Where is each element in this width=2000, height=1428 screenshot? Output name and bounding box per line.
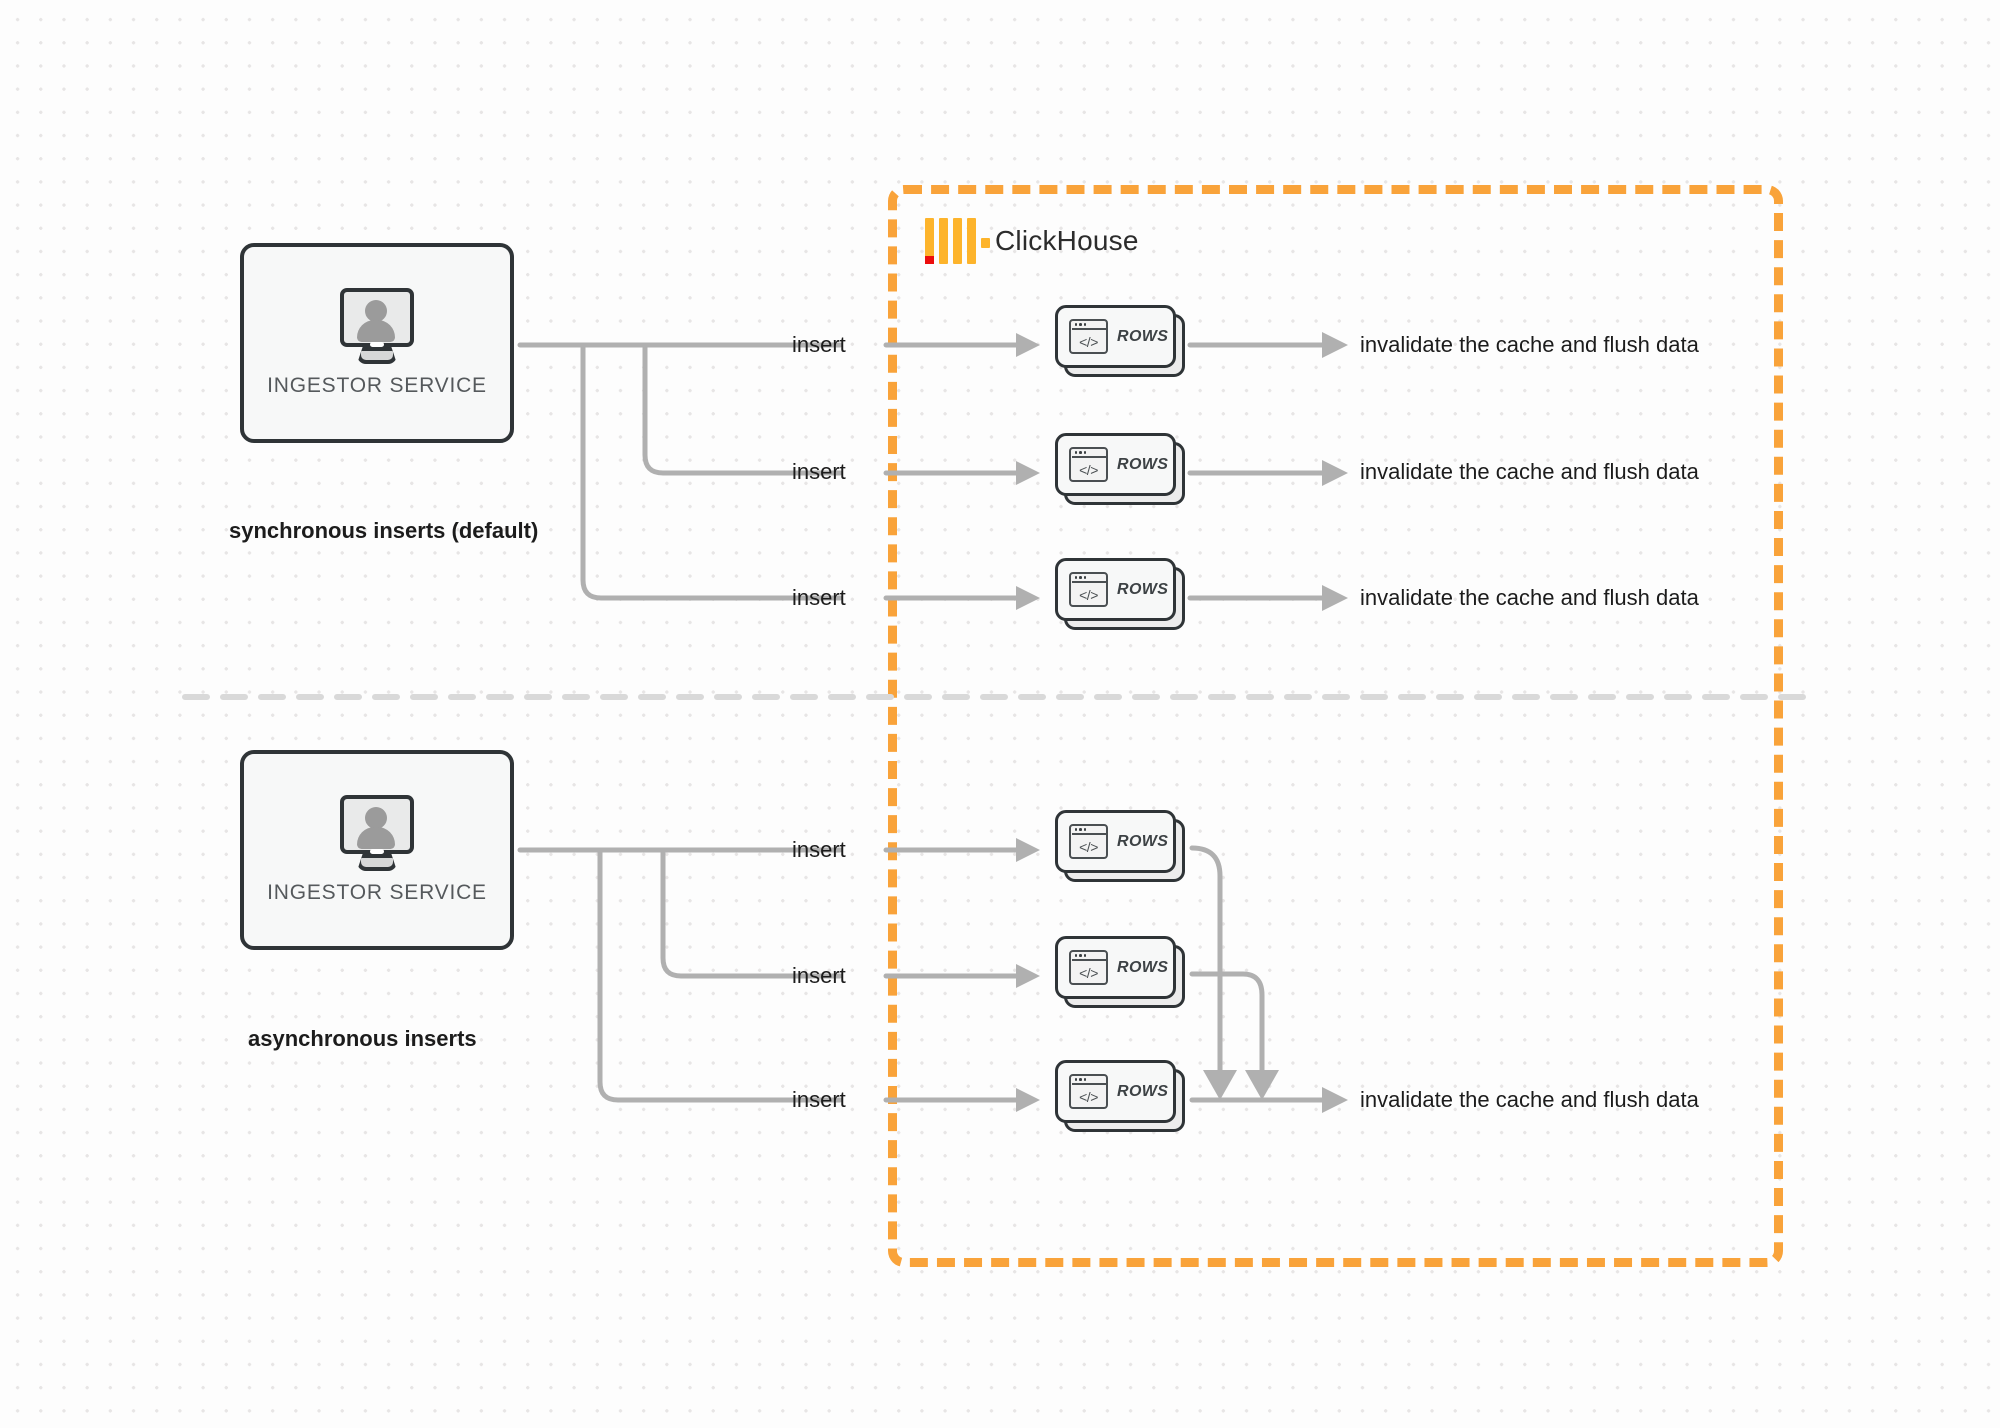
code-window-icon: </> (1069, 572, 1108, 607)
clickhouse-boundary (888, 185, 1783, 1267)
monitor-user-icon (334, 288, 420, 368)
rows-card-async-2[interactable]: </> ROWS (1055, 936, 1185, 1008)
arrowhead-async-merge-1 (1203, 1070, 1237, 1100)
result-label-sync-1: invalidate the cache and flush data (1360, 332, 1699, 357)
clickhouse-label: ClickHouse (995, 225, 1139, 256)
result-label-async-merged: invalidate the cache and flush data (1360, 1087, 1699, 1112)
ingestor-service-label: INGESTOR SERVICE (267, 374, 487, 397)
code-window-icon: </> (1069, 950, 1108, 985)
arrowhead-sync-insert-2 (1016, 461, 1040, 485)
code-window-icon: </> (1069, 1074, 1108, 1109)
rows-label: ROWS (1117, 832, 1169, 850)
sidebar-item-ingestor-service-async[interactable]: INGESTOR SERVICE (240, 750, 514, 950)
insert-label-async-3: insert (792, 1087, 846, 1112)
code-window-icon: </> (1069, 319, 1108, 354)
wire-sync-branch-2 (642, 342, 843, 476)
rows-card-async-3[interactable]: </> ROWS (1055, 1060, 1185, 1132)
result-label-sync-3: invalidate the cache and flush data (1360, 585, 1699, 610)
insert-label-async-2: insert (792, 963, 846, 988)
rows-label: ROWS (1117, 327, 1169, 345)
rows-label: ROWS (1117, 580, 1169, 598)
rows-label: ROWS (1117, 1082, 1169, 1100)
insert-label-sync-3: insert (792, 585, 846, 610)
section-caption-synchronous: synchronous inserts (default) (229, 518, 539, 543)
insert-label-sync-2: insert (792, 459, 846, 484)
rows-card-sync-2[interactable]: </> ROWS (1055, 433, 1185, 505)
arrowhead-async-insert-3 (1016, 1088, 1040, 1112)
ingestor-service-label: INGESTOR SERVICE (267, 881, 487, 904)
wire-async-branch-2 (660, 847, 843, 979)
insert-label-async-1: insert (792, 837, 846, 862)
wire-async-merge-2 (1189, 971, 1265, 1081)
code-window-icon: </> (1069, 447, 1108, 482)
rows-card-sync-3[interactable]: </> ROWS (1055, 558, 1185, 630)
arrowhead-sync-result-1 (1322, 332, 1348, 358)
insert-label-sync-1: insert (792, 332, 846, 357)
wire-async-merge-1 (1189, 845, 1223, 1081)
arrowhead-sync-result-3 (1322, 585, 1348, 611)
rows-card-sync-1[interactable]: </> ROWS (1055, 305, 1185, 377)
arrowhead-async-insert-1 (1016, 838, 1040, 862)
result-label-sync-2: invalidate the cache and flush data (1360, 459, 1699, 484)
wire-async-branch-3 (597, 847, 843, 1103)
arrowhead-async-insert-2 (1016, 964, 1040, 988)
monitor-user-icon (334, 795, 420, 875)
rows-label: ROWS (1117, 455, 1169, 473)
clickhouse-logo-icon (925, 218, 990, 264)
arrowhead-sync-insert-3 (1016, 586, 1040, 610)
arrowhead-sync-insert-1 (1016, 333, 1040, 357)
arrowhead-async-merge-2 (1245, 1070, 1279, 1100)
sidebar-item-ingestor-service-sync[interactable]: INGESTOR SERVICE (240, 243, 514, 443)
rows-label: ROWS (1117, 958, 1169, 976)
section-caption-asynchronous: asynchronous inserts (248, 1026, 477, 1051)
arrowhead-async-result (1322, 1087, 1348, 1113)
code-window-icon: </> (1069, 824, 1108, 859)
rows-card-async-1[interactable]: </> ROWS (1055, 810, 1185, 882)
arrowhead-sync-result-2 (1322, 460, 1348, 486)
clickhouse-brand: ClickHouse (925, 218, 1139, 264)
wire-sync-branch-3 (580, 342, 843, 601)
